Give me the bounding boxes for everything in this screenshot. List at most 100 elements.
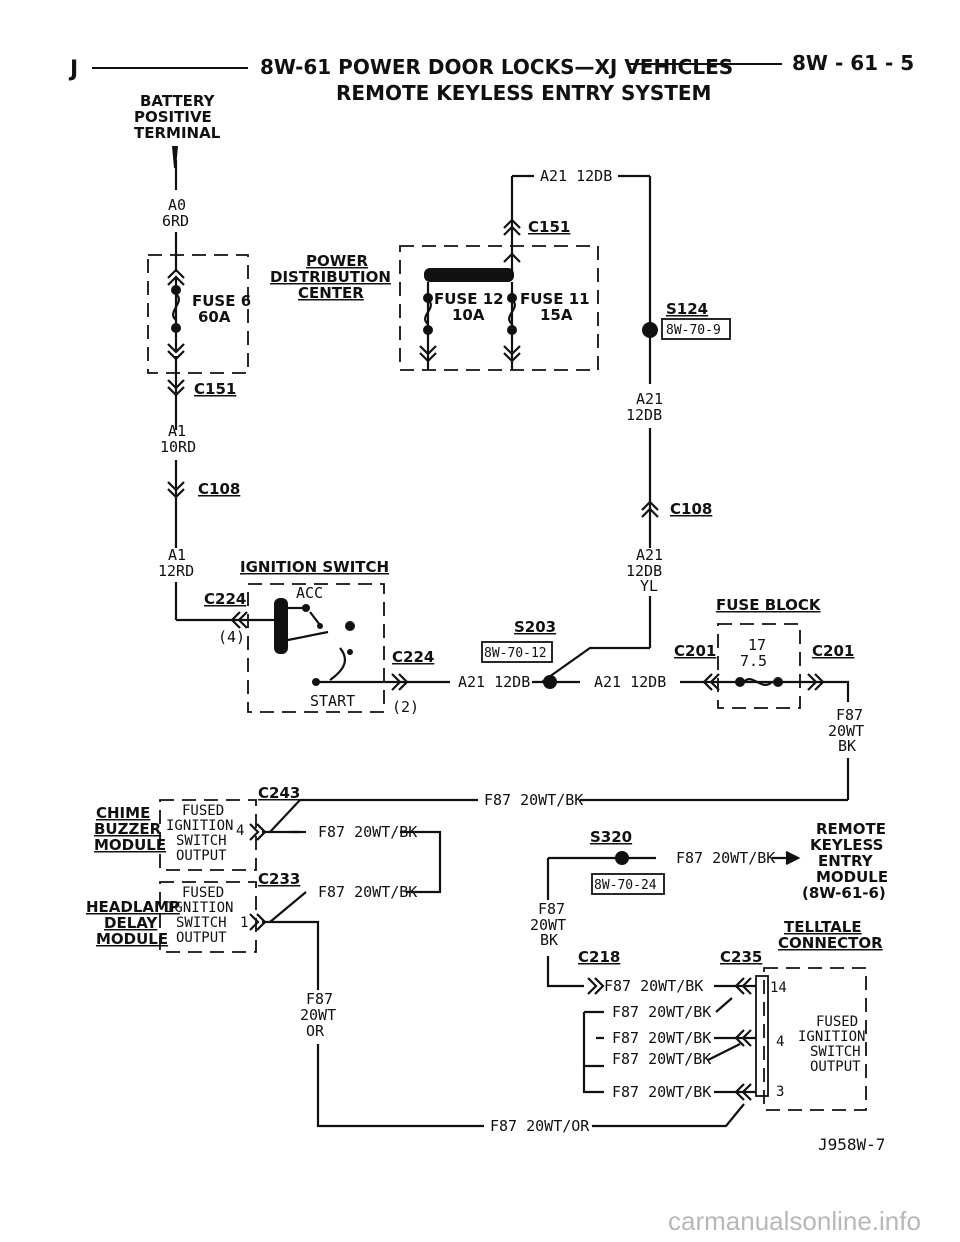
wire-a21-mid-label: A21 <box>636 390 663 408</box>
telltale-fused-2: IGNITION <box>798 1029 865 1045</box>
contact-4 <box>347 649 353 655</box>
wire-tt5-bus <box>582 1066 604 1094</box>
chime-fused-4: OUTPUT <box>176 848 227 864</box>
wire-tt1-label: F87 20WT/BK <box>604 977 703 995</box>
c224-label-left: C224 <box>204 590 246 608</box>
fuse12-terminal-bottom <box>423 325 433 335</box>
chime-fused-2: IGNITION <box>166 818 233 834</box>
fuse12-label: FUSE 12 <box>434 290 504 308</box>
ignition-switch-contacts <box>287 606 347 681</box>
wire-tt4-run <box>707 1043 741 1061</box>
headlamp-fused-3: SWITCH <box>176 915 227 931</box>
header-page: 8W - 61 - 5 <box>792 51 914 75</box>
c201-label-right: C201 <box>812 642 854 660</box>
c151-connector-icon <box>167 379 185 397</box>
headlamp-label-2: DELAY <box>104 914 158 932</box>
header-letter: J <box>68 57 78 82</box>
wire-fb-out <box>818 680 850 702</box>
wire-f87-top-label: F87 20WT/BK <box>484 791 583 809</box>
chime-pin: 4 <box>236 823 244 839</box>
wire-a1b-label: A1 <box>168 546 186 564</box>
wire-a1-color: 10RD <box>160 438 196 456</box>
wire-f87-head-label: F87 20WT/BK <box>318 883 417 901</box>
rke-label-5: (8W-61-6) <box>802 884 886 902</box>
s124-ref-box <box>661 318 731 340</box>
c218-connector-icon <box>587 977 605 995</box>
wire-a21-top-label: A21 12DB <box>540 167 612 185</box>
wire-a1b-color: 12RD <box>158 562 194 580</box>
wire-headlamp-out <box>262 920 320 990</box>
wire-a21-low-tracer: YL <box>640 577 658 595</box>
fuse11-connector <box>503 345 521 363</box>
fuse6-terminal-top <box>171 285 181 295</box>
wire-tt5-label: F87 20WT/BK <box>612 1083 711 1101</box>
fb-fuse-number: 17 <box>748 636 766 654</box>
c218-label: C218 <box>578 948 620 966</box>
fuse11-element <box>508 299 516 325</box>
c201-connector-icon-left <box>702 673 720 691</box>
fb-fuse-rating: 7.5 <box>740 652 767 670</box>
start-pin: (2) <box>392 698 419 716</box>
s203-ref: 8W-70-12 <box>484 646 547 661</box>
fuse-block-label: FUSE BLOCK <box>716 596 822 614</box>
tt-connector-3 <box>734 1083 752 1101</box>
wire-f87-bottom-label: F87 20WT/OR <box>490 1117 590 1135</box>
fuse11-rating: 15A <box>540 306 573 324</box>
headlamp-fused-2: IGNITION <box>166 900 233 916</box>
wire-a21-low-label: A21 <box>636 546 663 564</box>
wire-f87-bottom-right <box>592 1103 745 1128</box>
c151-label-right: C151 <box>528 218 570 236</box>
contact-3 <box>345 621 355 631</box>
headlamp-fused-box <box>159 881 257 953</box>
s124-splice <box>642 322 658 338</box>
start-contact <box>312 678 320 686</box>
battery-label-1: BATTERY <box>140 92 216 110</box>
s320-label: S320 <box>590 828 632 846</box>
wire-f87-s320-down <box>546 956 584 988</box>
wire-f87-fb-color: 20WT <box>828 722 864 740</box>
wire-f87-fb-label: F87 <box>836 706 863 724</box>
wire-f87-rke-label: F87 20WT/BK <box>676 849 775 867</box>
c224-connector-icon-right <box>391 673 409 691</box>
pdc-label-2: DISTRIBUTION <box>270 268 391 286</box>
c235-label: C235 <box>720 948 762 966</box>
wire-a1-label: A1 <box>168 422 186 440</box>
telltale-fused-1: FUSED <box>816 1014 858 1030</box>
c108-connector-icon-right <box>641 500 659 518</box>
s124-label: S124 <box>666 300 708 318</box>
wire-f87-top-diag <box>269 799 301 833</box>
fuse12-connector <box>419 345 437 363</box>
s124-ref: 8W-70-9 <box>666 323 721 338</box>
c224-connector-icon-left <box>230 611 248 629</box>
figure-code: J958W-7 <box>818 1135 885 1154</box>
ignition-switch-bar <box>274 598 288 654</box>
wire-tt4-label: F87 20WT/BK <box>612 1050 711 1068</box>
headlamp-pin: 1 <box>240 915 248 931</box>
telltale-box <box>763 967 867 1111</box>
battery-label-2: POSITIVE <box>134 108 212 126</box>
pdc-fuse-box <box>399 245 599 371</box>
rke-label-1: REMOTE <box>816 820 886 838</box>
c151-label-left: C151 <box>194 380 236 398</box>
fuse6-label: FUSE 6 <box>192 292 251 310</box>
wire-a21-low-color: 12DB <box>626 562 662 580</box>
fuse12-terminal-top <box>423 293 433 303</box>
pdc-bus-bar <box>424 268 514 282</box>
telltale-pin-14: 14 <box>770 980 787 996</box>
header-subtitle: REMOTE KEYLESS ENTRY SYSTEM <box>336 81 711 105</box>
wire-f87-or-tracer: OR <box>306 1022 325 1040</box>
battery-label-3: TERMINAL <box>134 124 221 142</box>
fuse12-element <box>424 299 432 325</box>
wire-a21-c201-label: A21 12DB <box>594 673 666 691</box>
wire-tt3-label: F87 20WT/BK <box>612 1029 711 1047</box>
wire-a21-diag <box>541 646 650 683</box>
acc-contact <box>302 604 310 612</box>
wire-a0-label: A0 <box>168 196 186 214</box>
rke-arrow-icon <box>772 851 801 865</box>
contact-2 <box>317 623 323 629</box>
fuse6-box <box>147 254 249 374</box>
fuse-block-box <box>717 623 801 709</box>
fuse6-connector-top <box>167 268 185 286</box>
wire-f87-s320-label: F87 <box>538 900 565 918</box>
